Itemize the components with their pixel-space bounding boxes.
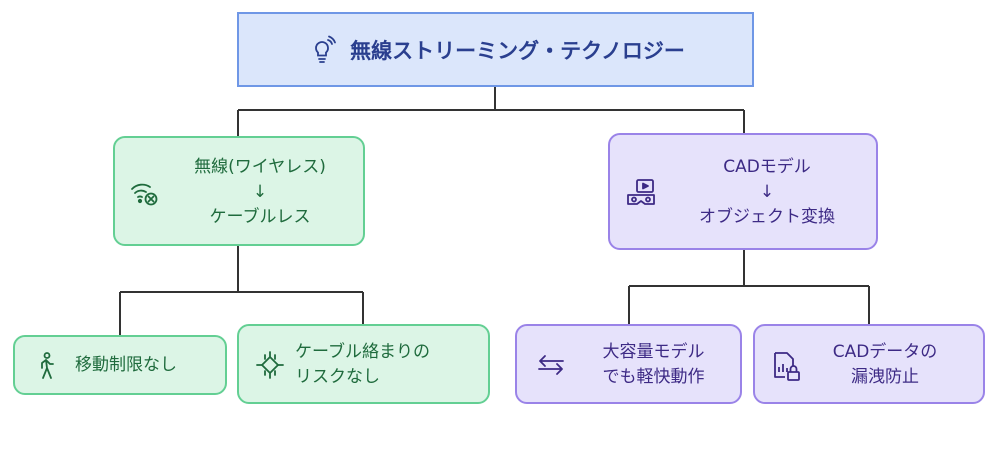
right-child-label: 大容量モデル でも軽快動作 (581, 340, 726, 390)
walking-person-icon (31, 351, 61, 381)
left-child-label: 移動制限なし (75, 353, 177, 378)
right-branch-label: CADモデル ↓ オブジェクト変換 (672, 155, 862, 230)
left-branch-line: 無線(ワイヤレス) (194, 157, 326, 177)
left-child-label: ケーブル絡まりの リスクなし (295, 340, 430, 390)
circuit-chip-icon (255, 350, 285, 380)
left-branch-line: ケーブルレス (209, 207, 311, 227)
left-child-line: ケーブル絡まりの (295, 342, 430, 362)
right-child-line: でも軽快動作 (602, 367, 705, 387)
left-branch-label: 無線(ワイヤレス) ↓ ケーブルレス (175, 155, 345, 230)
arrows-left-right-icon (535, 351, 567, 379)
right-child-cad-leak-prevention: CADデータの 漏洩防止 (753, 324, 985, 404)
wifi-off-icon (129, 178, 159, 208)
lightbulb-wifi-icon (306, 34, 338, 66)
left-child-no-movement-limit: 移動制限なし (13, 335, 227, 395)
left-branch-node: 無線(ワイヤレス) ↓ ケーブルレス (113, 136, 365, 246)
right-child-label: CADデータの 漏洩防止 (815, 340, 955, 390)
right-child-large-model: 大容量モデル でも軽快動作 (515, 324, 742, 404)
root-node: 無線ストリーミング・テクノロジー (237, 12, 754, 87)
right-child-line: 大容量モデル (602, 342, 705, 362)
right-branch-line: CADモデル (723, 157, 811, 177)
left-child-no-tangle-risk: ケーブル絡まりの リスクなし (237, 324, 490, 404)
right-child-line: CADデータの (832, 342, 938, 362)
right-branch-node: CADモデル ↓ オブジェクト変換 (608, 133, 878, 250)
left-child-line: 移動制限なし (75, 355, 177, 375)
root-title: 無線ストリーミング・テクノロジー (350, 38, 685, 63)
right-child-line: 漏洩防止 (851, 367, 919, 387)
vr-headset-video-icon (625, 177, 657, 209)
left-branch-line: ↓ (252, 182, 268, 202)
right-branch-line: オブジェクト変換 (699, 207, 835, 227)
right-branch-line: ↓ (759, 182, 775, 202)
locked-file-icon (770, 350, 802, 382)
left-child-line: リスクなし (295, 367, 380, 387)
